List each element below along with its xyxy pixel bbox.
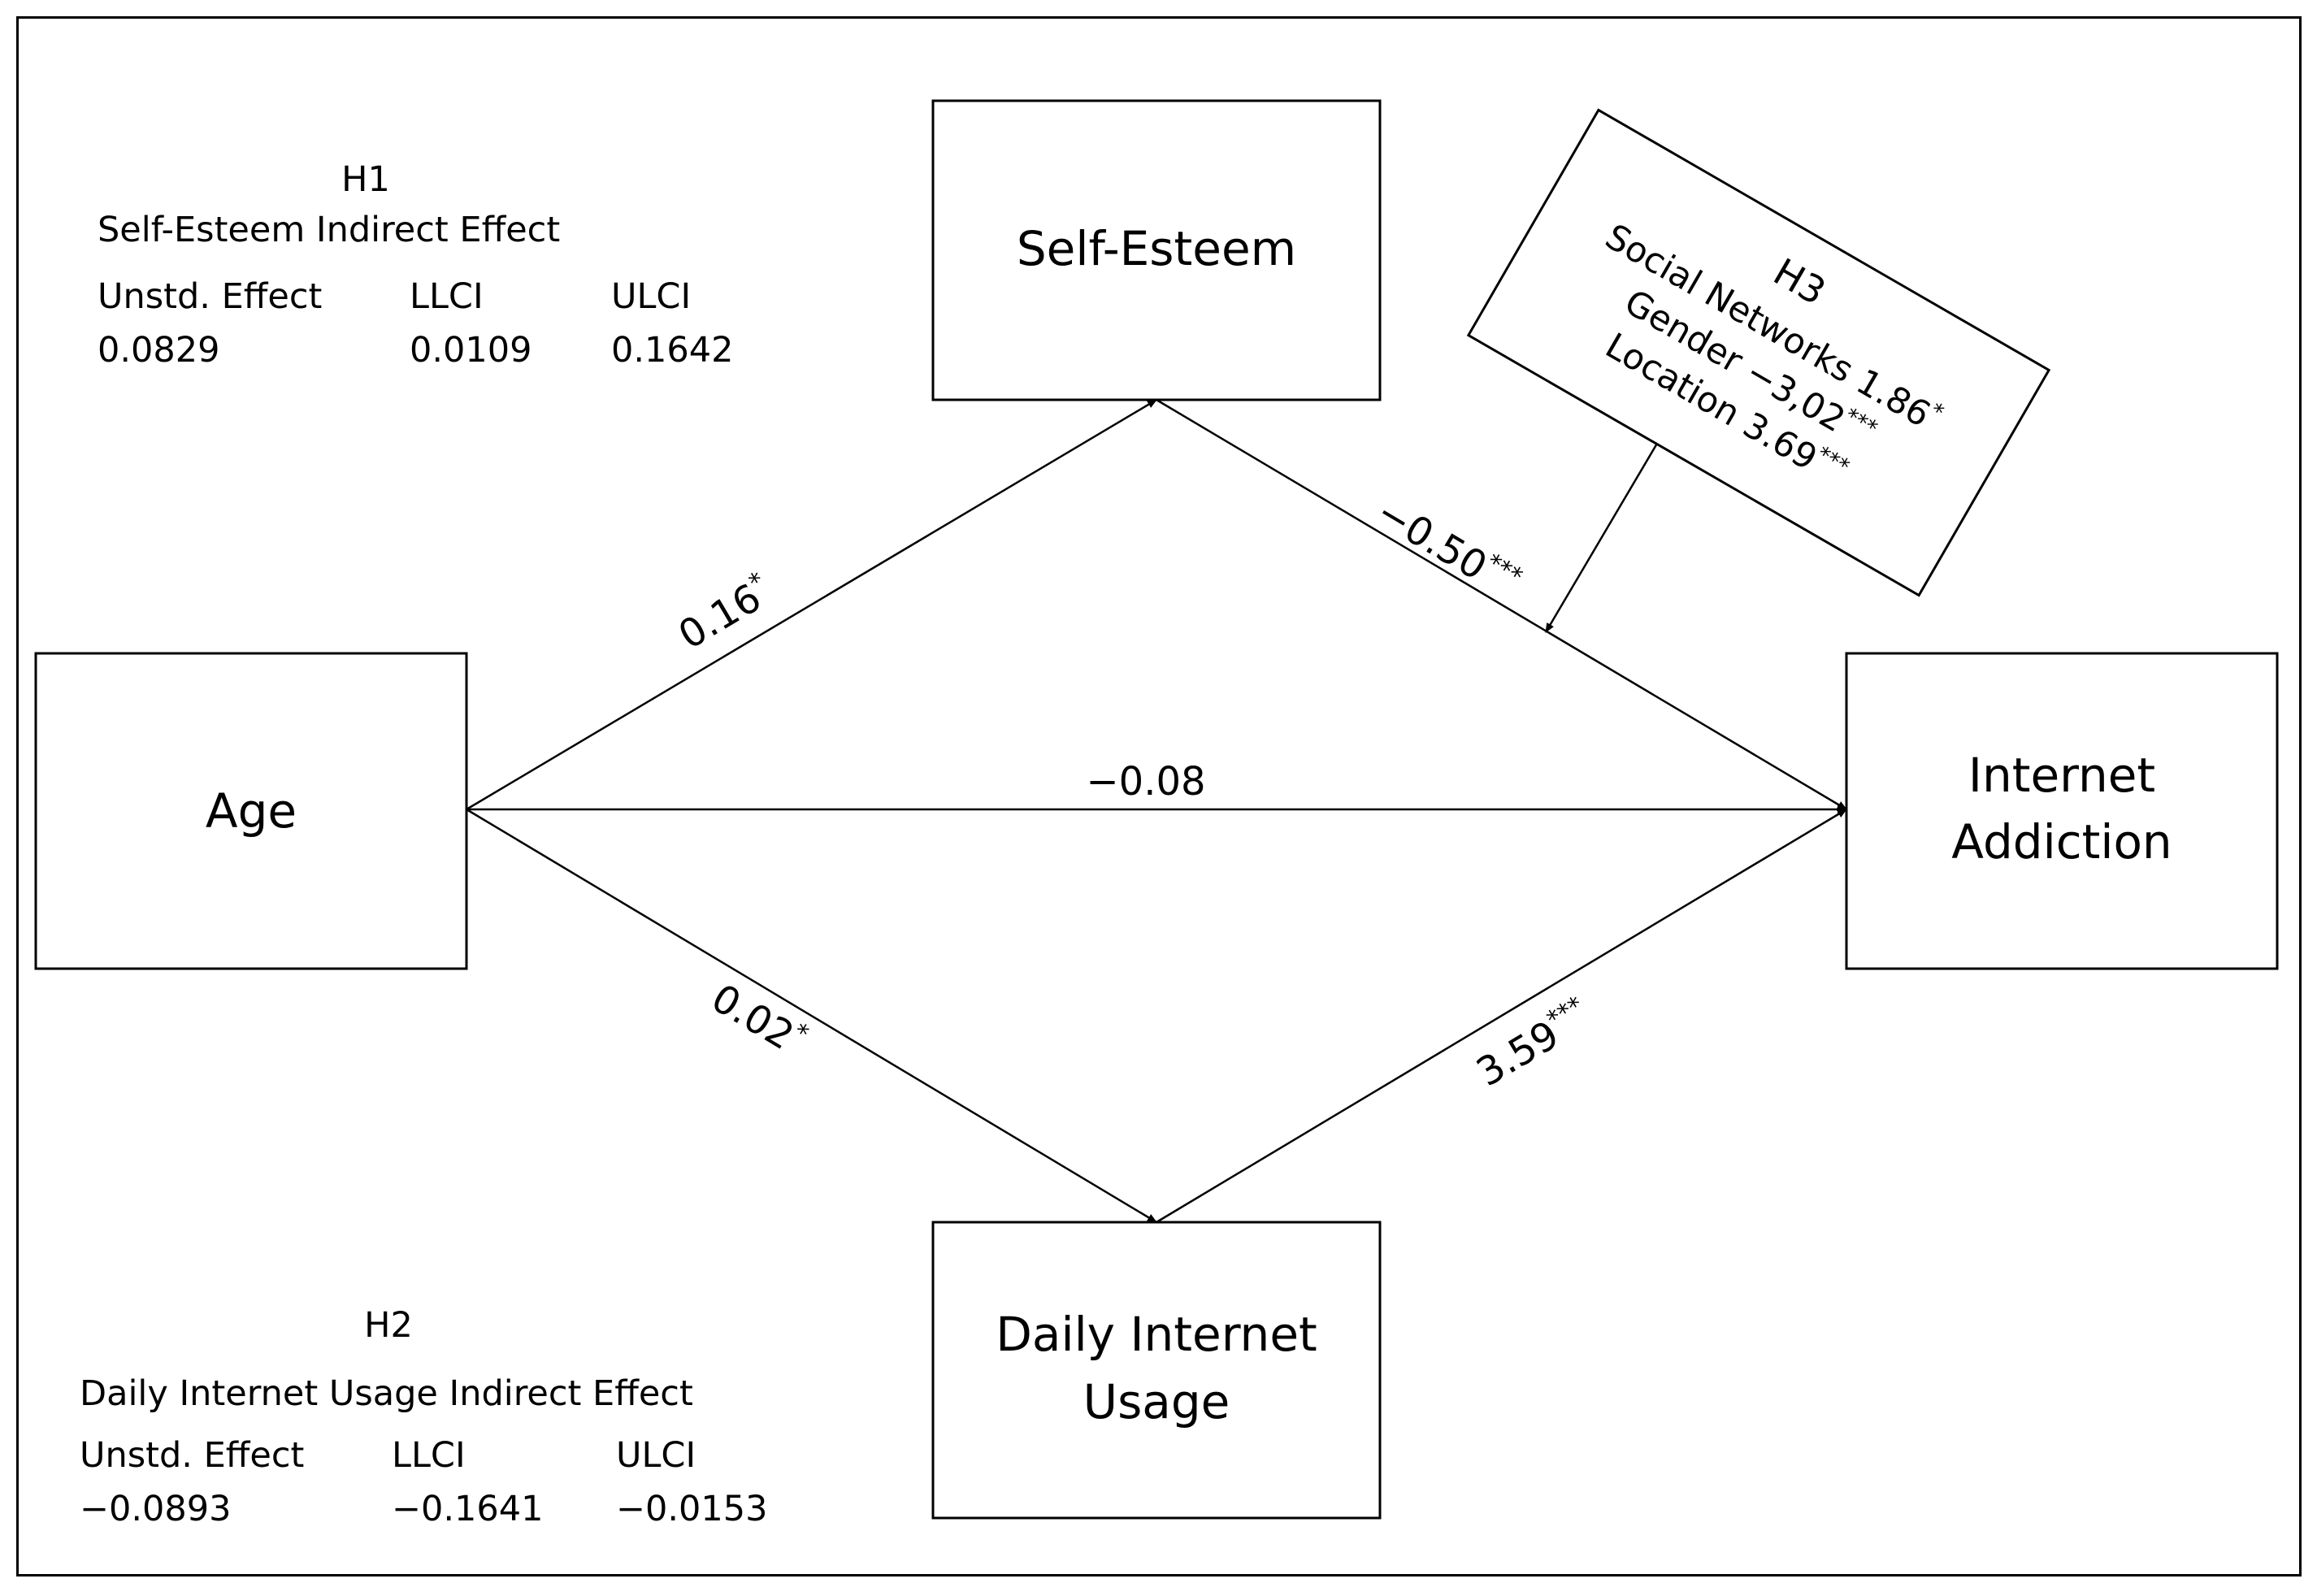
node-internet-addiction-label-line1: Internet [1968, 748, 2155, 803]
h2-value-ulci: −0.0153 [616, 1489, 768, 1529]
h1-value-llci: 0.0109 [410, 330, 532, 371]
moderator-arrow [1544, 441, 1660, 633]
h1-value-ulci: 0.1642 [611, 330, 734, 371]
h2-header-llci: LLCI [392, 1435, 466, 1476]
path-age-to-self-esteem [466, 398, 1157, 811]
node-daily-usage-label-line2: Usage [1083, 1374, 1230, 1429]
h1-indirect-effect: H1 Self-Esteem Indirect Effect Unstd. Ef… [98, 163, 733, 382]
node-internet-addiction-box [1845, 652, 2279, 970]
h1-title: H1 [341, 159, 390, 200]
node-daily-usage-label-line1: Daily Internet [996, 1307, 1317, 1362]
h2-title: H2 [364, 1305, 413, 1346]
coef-daily-usage-to-addiction: 3.59*** [1468, 991, 1599, 1096]
coef-self-esteem-to-addiction: −0.50*** [1369, 488, 1527, 609]
node-internet-addiction-label-line2: Addiction [1951, 814, 2172, 870]
h2-value-effect: −0.0893 [80, 1489, 232, 1529]
h2-header-effect: Unstd. Effect [80, 1435, 305, 1476]
coef-age-to-daily-usage: 0.02* [704, 974, 814, 1065]
h1-header-ulci: ULCI [611, 276, 692, 317]
h2-indirect-effect: H2 Daily Internet Usage Indirect Effect … [80, 1308, 779, 1536]
node-age-box [34, 652, 468, 970]
node-self-esteem-box [931, 99, 1382, 401]
path-self-esteem-to-addiction [1156, 398, 1847, 811]
h1-subtitle: Self-Esteem Indirect Effect [98, 210, 561, 250]
path-age-to-daily-usage [466, 808, 1157, 1224]
node-self-esteem-label: Self-Esteem [1017, 221, 1296, 276]
diagram-frame [16, 16, 2302, 1576]
coef-age-to-self-esteem: 0.16* [670, 566, 779, 658]
h2-header-ulci: ULCI [616, 1435, 696, 1476]
h1-value-effect: 0.0829 [98, 330, 220, 371]
moderator-box: H3 Social Networks 1.86* Gender −3,02***… [1466, 108, 2051, 597]
h2-value-llci: −0.1641 [392, 1489, 544, 1529]
coef-age-to-addiction: −0.08 [1086, 759, 1205, 805]
h1-header-effect: Unstd. Effect [98, 276, 323, 317]
node-daily-usage-box [931, 1221, 1382, 1520]
path-daily-usage-to-addiction [1156, 808, 1847, 1224]
h1-header-llci: LLCI [410, 276, 484, 317]
node-age-label: Age [206, 783, 297, 839]
h2-subtitle: Daily Internet Usage Indirect Effect [80, 1373, 693, 1414]
